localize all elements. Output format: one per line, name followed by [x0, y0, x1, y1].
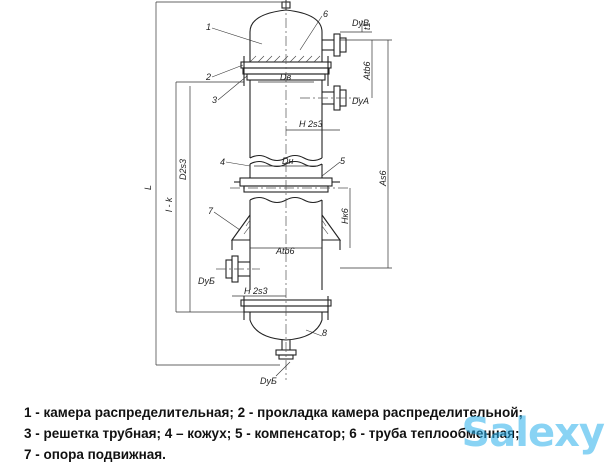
- dim-dn: Dн: [282, 156, 293, 166]
- callout-6: 6: [323, 9, 328, 19]
- dim-as6: As6: [378, 170, 388, 187]
- dim-dyb-top: DyB: [352, 18, 369, 28]
- dim-hk6: Hк6: [340, 208, 350, 224]
- bottom-chamber: [249, 312, 323, 341]
- dim-dv: Dв: [280, 72, 291, 82]
- dim-dyb-left: DyБ: [198, 276, 215, 286]
- dim-l-k: l - k: [164, 197, 174, 212]
- callout-3: 3: [212, 95, 217, 105]
- dim-dyb-bottom: DyБ: [260, 376, 277, 386]
- legend-line-1: 1 - камера распределительная; 2 - прокла…: [24, 405, 523, 420]
- heat-exchanger-drawing: 1 2 3 4 5 6 7 8 Dв Dн DyB DyA DyБ DyБ H …: [143, 0, 392, 386]
- callout-5: 5: [340, 156, 346, 166]
- dim-h2s3-bottom: H 2s3: [244, 286, 268, 296]
- dim-atb6-mid: Atb6: [275, 246, 295, 256]
- dim-dya: DyA: [352, 96, 369, 106]
- dim-d2s3: D2s3: [178, 159, 188, 180]
- dim-h2s3-top: H 2s3: [299, 119, 323, 129]
- legend-line-2: 3 - решетка трубная; 4 – кожух; 5 - комп…: [24, 426, 520, 441]
- movable-support-left: [230, 214, 251, 241]
- callout-7: 7: [208, 206, 214, 216]
- watermark-logo: Salexy: [461, 410, 605, 456]
- callout-2: 2: [205, 72, 211, 82]
- callout-8: 8: [322, 328, 327, 338]
- legend: 1 - камера распределительная; 2 - прокла…: [24, 402, 584, 465]
- callout-1: 1: [206, 22, 211, 32]
- dim-atb6: Atb6: [362, 61, 372, 81]
- dim-t1: t1: [362, 22, 372, 30]
- callout-4: 4: [220, 157, 225, 167]
- dim-l: L: [143, 185, 153, 190]
- movable-support-right: [321, 214, 342, 241]
